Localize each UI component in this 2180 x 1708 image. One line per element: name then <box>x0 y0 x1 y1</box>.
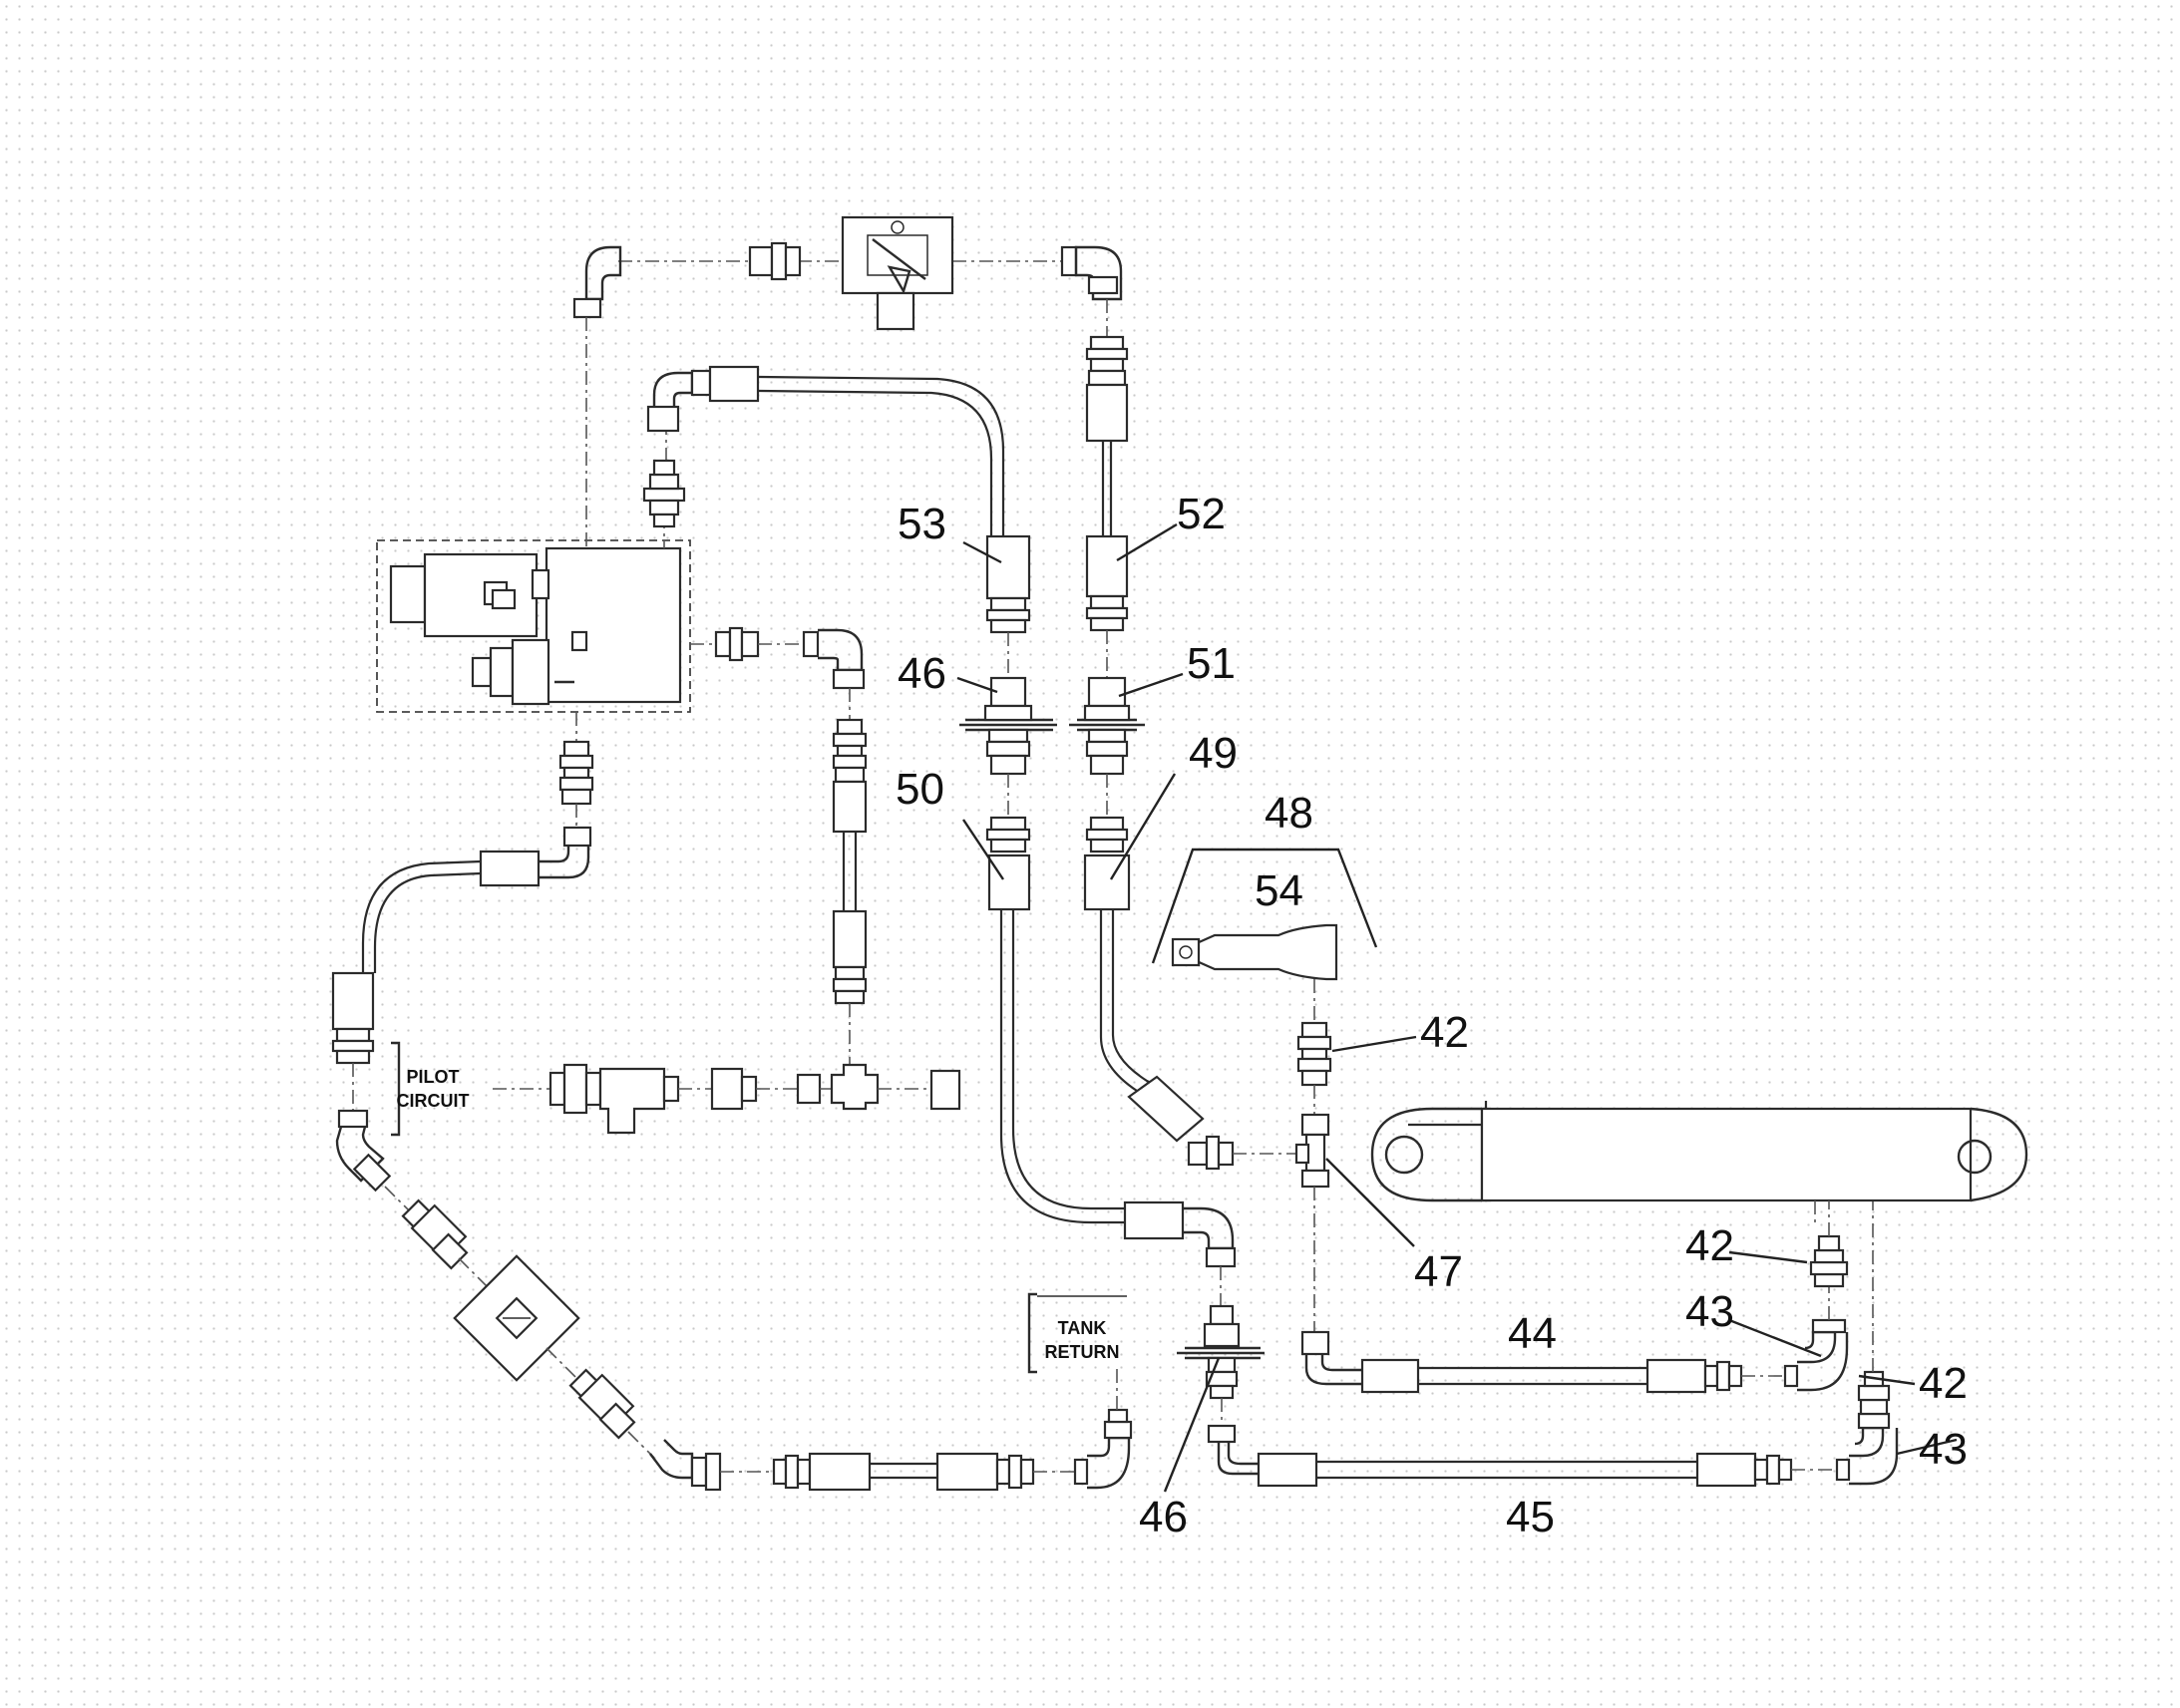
hydraulic-cylinder <box>1370 1101 2028 1222</box>
hose-52-line <box>1069 299 1296 1171</box>
pilot-circuit-label-line2: CIRCUIT <box>397 1091 470 1111</box>
pilot-circuit-line <box>391 1041 961 1137</box>
left-return-line <box>331 712 1133 1492</box>
tank-return-label: TANK RETURN <box>1037 1295 1127 1362</box>
tank-return-label-line1: TANK <box>1058 1318 1107 1338</box>
callout-46-bottom: 46 <box>1139 1493 1188 1541</box>
directional-valve <box>376 317 691 713</box>
tank-return-label-line2: RETURN <box>1045 1342 1120 1362</box>
callout-52: 52 <box>1177 490 1226 538</box>
pilot-circuit-label-line1: PILOT <box>407 1067 460 1087</box>
callout-48: 48 <box>1265 789 1313 838</box>
hose-53-line <box>646 365 1899 1488</box>
callout-49: 49 <box>1189 729 1238 778</box>
callout-50: 50 <box>896 765 944 814</box>
callout-44: 44 <box>1508 1309 1557 1358</box>
callout-43-a: 43 <box>1685 1287 1734 1336</box>
callouts: 53 52 46 51 50 49 48 54 42 47 42 43 44 4… <box>896 490 1968 1541</box>
callout-51: 51 <box>1187 639 1236 688</box>
callout-46-top: 46 <box>898 649 946 698</box>
tee-and-switch <box>1171 923 1849 1394</box>
top-pressure-line <box>572 241 1123 319</box>
callout-42-a: 42 <box>1420 1008 1469 1057</box>
callout-42-b: 42 <box>1685 1221 1734 1270</box>
group-48-bracket <box>1151 848 1378 964</box>
callout-54: 54 <box>1255 866 1303 915</box>
callout-47: 47 <box>1414 1247 1463 1296</box>
callout-53: 53 <box>898 500 946 548</box>
callout-45: 45 <box>1506 1493 1555 1541</box>
pilot-line <box>690 626 868 1065</box>
leader-lines <box>956 522 1958 1493</box>
callout-43-b: 43 <box>1919 1425 1968 1474</box>
pilot-circuit-label: PILOT CIRCUIT <box>397 1067 470 1111</box>
flow-control-valve <box>841 215 954 331</box>
callout-42-c: 42 <box>1919 1359 1968 1408</box>
